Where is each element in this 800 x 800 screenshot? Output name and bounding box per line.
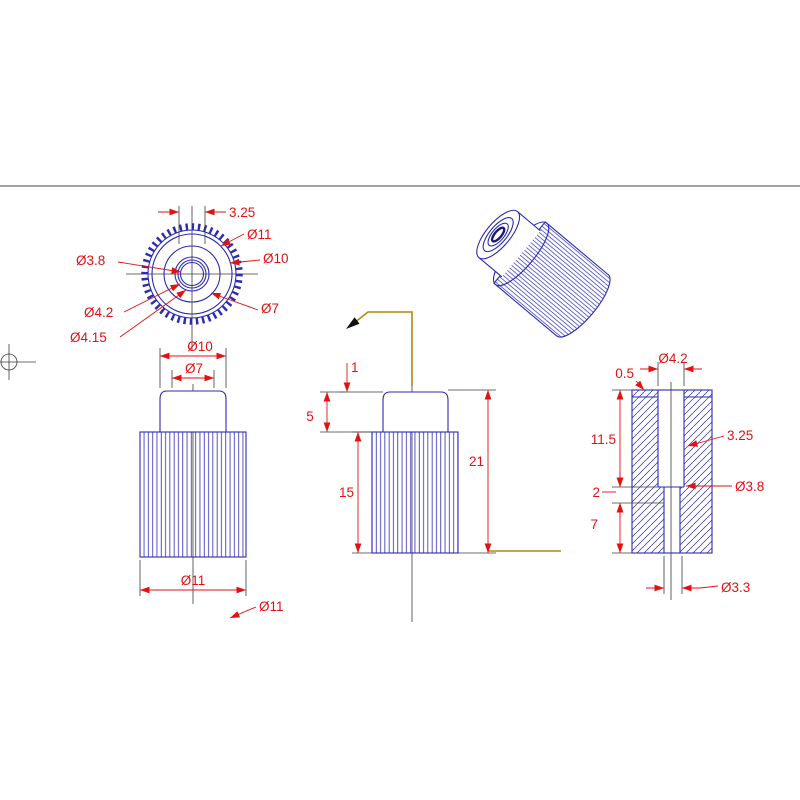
dim-front-cap-od: Ø10 bbox=[187, 339, 213, 354]
dim-section-counterbore: Ø4.2 bbox=[658, 351, 687, 366]
dim-top-slot-width: 3.25 bbox=[229, 205, 255, 220]
dim-top-hub-od: Ø7 bbox=[261, 301, 279, 316]
front-view-body-knurl bbox=[139, 431, 247, 558]
knurl-teeth-ring bbox=[141, 223, 243, 325]
front-view: Ø10 Ø7 Ø11 Ø11 bbox=[139, 339, 284, 619]
dim-top-cap-od: Ø10 bbox=[263, 251, 289, 266]
cut-arrow bbox=[346, 317, 360, 329]
dim-section-bore-depth: 11.5 bbox=[591, 432, 616, 447]
dim-center-overall-height: 21 bbox=[469, 454, 484, 469]
dim-top-counterbore: Ø4.2 bbox=[84, 305, 113, 320]
center-view-cap bbox=[382, 391, 449, 433]
dim-center-chamfer: 1 bbox=[351, 360, 359, 375]
dim-front-knurl-od: Ø11 bbox=[259, 599, 284, 614]
section-outline bbox=[631, 389, 713, 554]
section-dimensions: Ø4.2 0.5 11.5 2 7 3.25 Ø3.8 Ø3.3 bbox=[590, 351, 764, 595]
iso-cap-outline bbox=[478, 211, 541, 278]
dim-front-body-od: Ø11 bbox=[181, 573, 206, 588]
top-view-circles bbox=[141, 223, 243, 325]
center-view-dimensions: 1 5 15 21 bbox=[306, 360, 496, 554]
dim-section-thread-spec: 3.25 bbox=[727, 428, 753, 443]
section-wall-right bbox=[680, 390, 712, 553]
dim-section-tap-drill: Ø3.3 bbox=[721, 580, 750, 595]
iso-socket-slot bbox=[490, 226, 506, 243]
origin-marker bbox=[0, 344, 36, 380]
section-wall-left bbox=[632, 390, 664, 553]
center-view-body-knurl bbox=[371, 431, 459, 554]
section-view: Ø4.2 0.5 11.5 2 7 3.25 Ø3.8 Ø3.3 bbox=[590, 351, 764, 600]
dim-top-bore: Ø3.8 bbox=[76, 253, 105, 268]
dim-section-thread-depth: 7 bbox=[590, 517, 598, 532]
dim-section-step: 0.5 bbox=[615, 366, 634, 381]
front-view-dimensions: Ø10 Ø7 Ø11 Ø11 bbox=[139, 339, 284, 619]
dim-section-bore: Ø3.8 bbox=[735, 479, 764, 494]
dim-center-body-height: 15 bbox=[339, 485, 354, 500]
dim-top-thread: Ø4.15 bbox=[70, 330, 107, 345]
center-view: 1 5 15 21 bbox=[306, 311, 561, 622]
top-view: 3.25 Ø11 Ø10 Ø7 Ø3.8 Ø4.2 Ø4.15 bbox=[70, 205, 289, 350]
dim-top-knurl-od: Ø11 bbox=[247, 227, 272, 242]
dim-section-shoulder: 2 bbox=[592, 485, 600, 500]
isometric-view bbox=[476, 209, 611, 338]
iso-cap-mask bbox=[478, 211, 541, 277]
dim-front-hub-od: Ø7 bbox=[185, 361, 203, 376]
section-cut-indicator bbox=[346, 311, 561, 552]
iso-cap-face bbox=[476, 209, 521, 260]
dim-center-cap-height: 5 bbox=[306, 409, 314, 424]
front-view-cap bbox=[159, 390, 227, 433]
top-view-dimensions: 3.25 Ø11 Ø10 Ø7 Ø3.8 Ø4.2 Ø4.15 bbox=[70, 205, 289, 345]
